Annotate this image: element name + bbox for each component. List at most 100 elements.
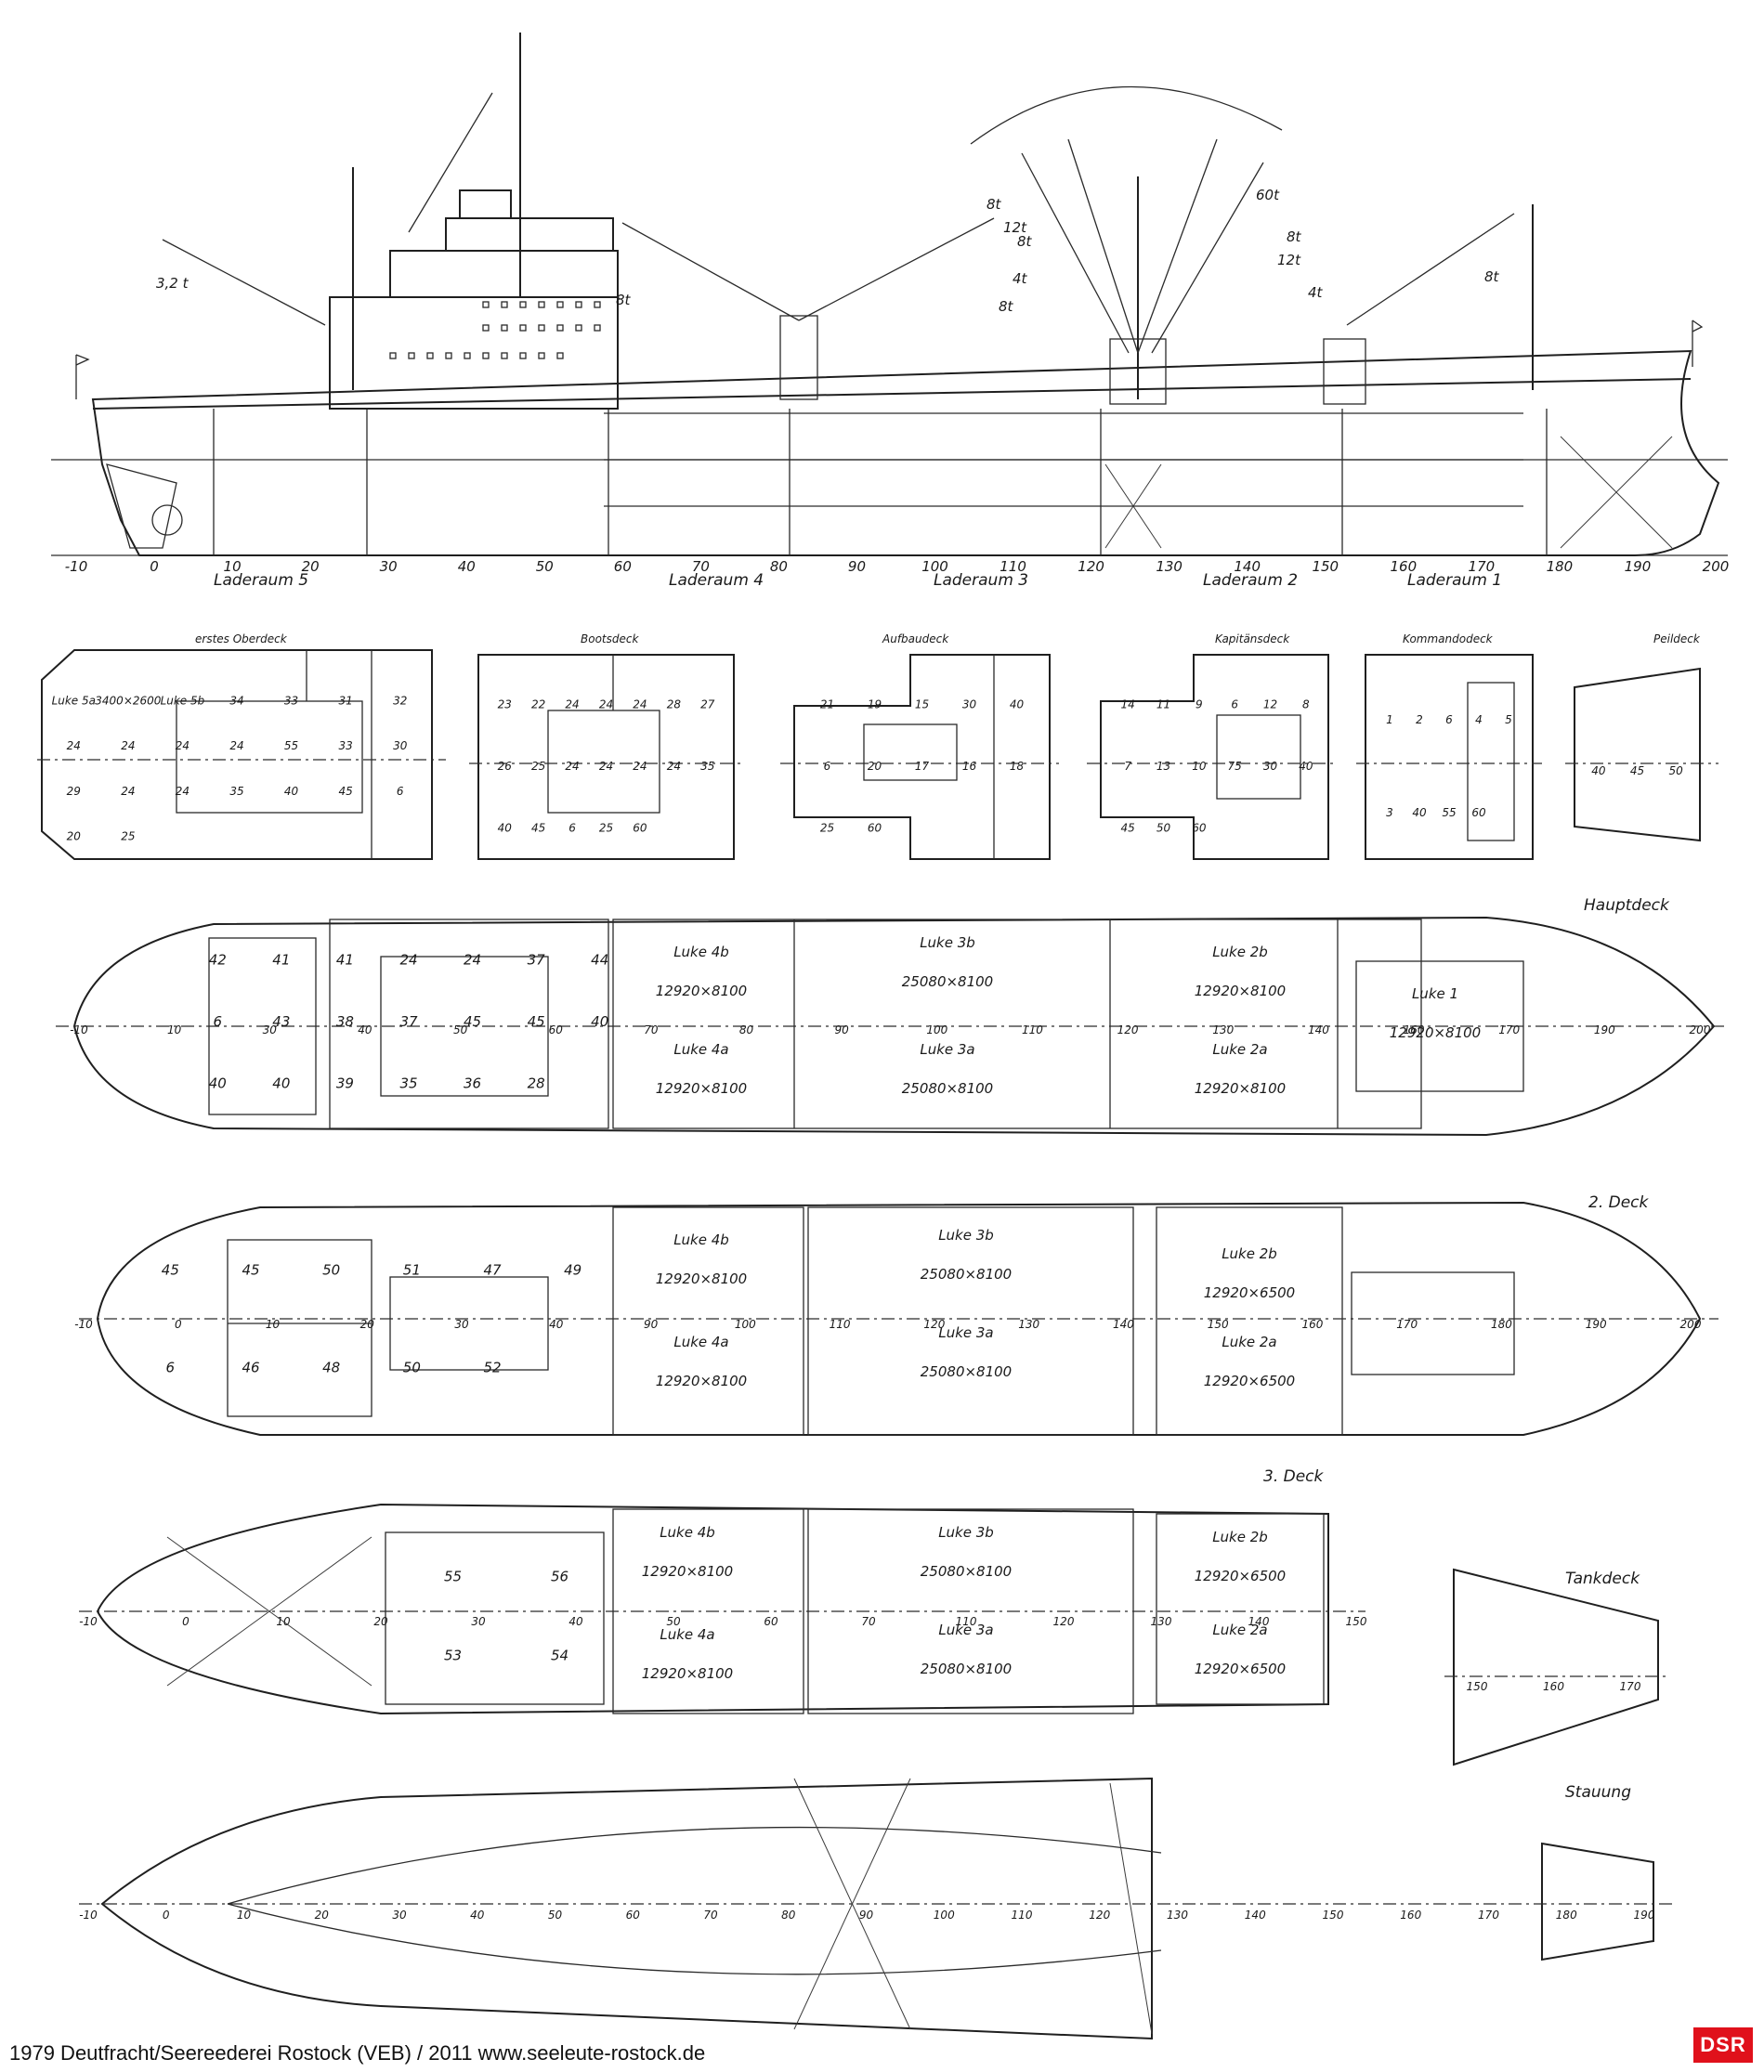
room-number: 40 [591, 1013, 608, 1030]
scale-tick: 20 [302, 558, 320, 575]
frame-tick: 20 [373, 1615, 388, 1628]
frame-tick: 200 [1690, 1023, 1711, 1036]
frame-tick: 160 [1543, 1680, 1564, 1693]
room-number: 50 [1156, 822, 1171, 835]
frame-tick: 10 [266, 1318, 281, 1331]
frame-tick: 50 [453, 1023, 468, 1036]
room-number: 38 [336, 1013, 354, 1030]
scale-tick: 100 [921, 558, 948, 575]
crane-load: 60t [1256, 187, 1280, 203]
frame-tick: 60 [549, 1023, 564, 1036]
room-number: 24 [176, 739, 189, 752]
dsr-logo: DSR [1693, 2027, 1753, 2063]
hatch-name: Luke 2a [1212, 1622, 1267, 1638]
frame-tick: 170 [1620, 1680, 1641, 1693]
room-number: 47 [483, 1262, 502, 1279]
frame-tick: 190 [1586, 1318, 1607, 1331]
frame-tick: 60 [626, 1909, 641, 1922]
frame-tick: 70 [861, 1615, 876, 1628]
room-number: 20 [67, 830, 82, 843]
crane-load: 4t [1013, 270, 1028, 287]
deck3-title: 3. Deck [1263, 1467, 1325, 1486]
crane-load: 12t [1003, 219, 1027, 236]
room-number: 12 [1263, 697, 1277, 710]
hatch-name: Luke 4b [673, 1231, 729, 1248]
room-number: 34 [229, 694, 243, 707]
room-number: 3400×2600 [95, 694, 161, 707]
frame-tick: 170 [1396, 1318, 1418, 1331]
scale-tick: 80 [770, 558, 788, 575]
hatch-name: Luke 2b [1212, 944, 1268, 960]
room-number: 27 [700, 697, 715, 710]
room-number: 44 [591, 951, 608, 968]
frame-tick: 30 [454, 1318, 469, 1331]
room-number: 11 [1156, 697, 1170, 710]
hatch-name: Luke 2a [1212, 1041, 1267, 1058]
frame-tick: -10 [79, 1909, 98, 1922]
frame-tick: 20 [360, 1318, 375, 1331]
scale-tick: 120 [1078, 558, 1104, 575]
crane-load: 4t [1308, 284, 1324, 301]
frame-tick: -10 [74, 1318, 93, 1331]
plan-aufbaudeck [793, 654, 1051, 860]
room-number: 60 [868, 822, 882, 835]
room-number: 45 [1121, 822, 1135, 835]
frame-tick: 50 [666, 1615, 681, 1628]
room-number: 45 [464, 1013, 481, 1030]
frame-tick: 110 [1022, 1023, 1043, 1036]
frame-tick: 160 [1301, 1318, 1323, 1331]
crane-load: 8t [987, 196, 1002, 213]
room-number: 4 [1475, 713, 1483, 726]
frame-tick: 170 [1478, 1909, 1499, 1922]
frame-tick: 40 [549, 1318, 564, 1331]
deck-title: erstes Oberdeck [195, 632, 288, 645]
frame-tick: 140 [1113, 1318, 1134, 1331]
room-number: 35 [399, 1075, 417, 1092]
frame-tick: 110 [956, 1615, 977, 1628]
room-number: 30 [393, 739, 408, 752]
frame-tick: 110 [830, 1318, 851, 1331]
room-number: 50 [403, 1360, 421, 1376]
frame-tick: 90 [644, 1318, 659, 1331]
hatch-name: Luke 4b [660, 1524, 715, 1541]
room-number: Luke 5b [161, 694, 205, 707]
scale-tick: 140 [1234, 558, 1261, 575]
frame-tick: 60 [764, 1615, 778, 1628]
room-number: 6 [166, 1360, 176, 1376]
room-number: 40 [284, 785, 299, 798]
hatch-size: 12920×6500 [1195, 1568, 1286, 1584]
hatch-size: 25080×8100 [921, 1563, 1012, 1580]
frame-tick: 140 [1308, 1023, 1329, 1036]
frame-tick: 180 [1556, 1909, 1577, 1922]
hauptdeck-plan [56, 916, 1728, 1137]
room-number: 3 [1386, 806, 1393, 819]
crane-load: 8t [999, 298, 1014, 315]
room-number: 24 [667, 760, 681, 773]
frame-tick: -10 [79, 1615, 98, 1628]
room-number: 51 [403, 1262, 421, 1279]
superstructure-plans [37, 649, 1718, 860]
frame-tick: 140 [1245, 1909, 1266, 1922]
frame-tick: 0 [163, 1909, 170, 1922]
room-number: 15 [915, 697, 929, 710]
tankdeck-title: Tankdeck [1565, 1570, 1640, 1588]
room-number: 35 [700, 760, 714, 773]
room-number: 43 [272, 1013, 290, 1030]
room-number: 6 [397, 785, 404, 798]
crane-load: 12t [1277, 252, 1301, 268]
hatch-name: Luke 4b [673, 944, 729, 960]
crane-load: 8t [616, 292, 632, 308]
room-number: 10 [1192, 760, 1207, 773]
scale-tick: 30 [380, 558, 398, 575]
room-number: 6 [1231, 697, 1238, 710]
room-number: 1 [1386, 713, 1393, 726]
frame-tick: 130 [1212, 1023, 1234, 1036]
frame-tick: 30 [392, 1909, 407, 1922]
room-number: 23 [498, 697, 512, 710]
room-number: 45 [528, 1013, 545, 1030]
room-number: 6 [568, 822, 576, 835]
room-number: 60 [1192, 822, 1207, 835]
